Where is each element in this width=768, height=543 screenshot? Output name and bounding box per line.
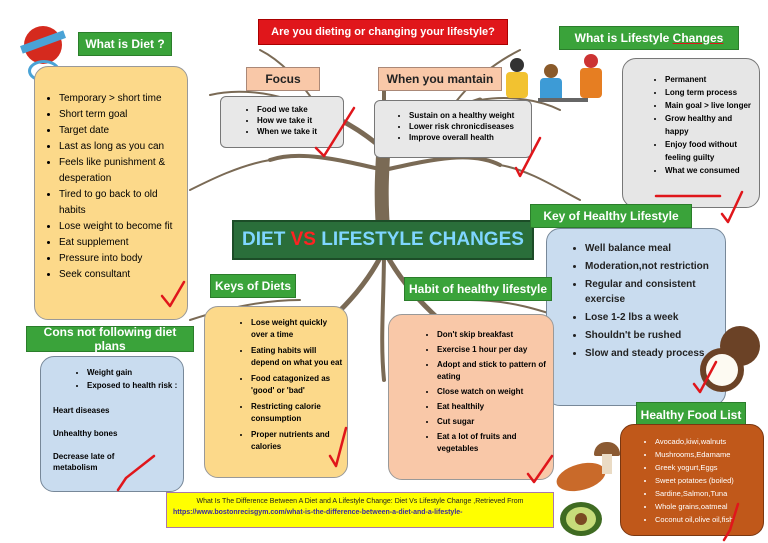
- what-is-lifestyle-box: Permanent Long term process Main goal > …: [622, 58, 760, 208]
- list-item: Eating habits will depend on what you ea…: [251, 345, 343, 369]
- list-item: Restricting calorie consumption: [251, 401, 343, 425]
- list-item: Greek yogurt,Eggs: [655, 461, 761, 474]
- center-title-vs: VS: [290, 229, 316, 250]
- list-item: Exercise 1 hour per day: [437, 344, 549, 356]
- list-item: Don't skip breakfast: [437, 329, 549, 341]
- list-item: Long term process: [665, 86, 753, 99]
- list-item: Enjoy food without feeling guilty: [665, 138, 753, 164]
- mushroom-icon: [594, 442, 620, 476]
- citation-box: What Is The Difference Between A Diet an…: [166, 492, 554, 528]
- focus-box: Food we take How we take it When we take…: [220, 96, 344, 148]
- list-item: Eat a lot of fruits and vegetables: [437, 431, 549, 455]
- list-item: Sardine,Salmon,Tuna: [655, 487, 761, 500]
- cons-label: Cons not following diet plans: [26, 325, 194, 353]
- list-item: Lose weight quickly over a time: [251, 317, 343, 341]
- people-illustration: [500, 50, 618, 112]
- list-item: How we take it: [257, 115, 339, 126]
- list-item: Avocado,kiwi,walnuts: [655, 435, 761, 448]
- coconut-icon: [700, 326, 762, 396]
- list-item: Last as long as you can: [59, 139, 181, 155]
- top-question-text: Are you dieting or changing your lifesty…: [271, 26, 495, 38]
- when-you-maintain-box: Sustain on a healthy weight Lower risk c…: [374, 100, 532, 158]
- focus-label: Focus: [246, 67, 320, 91]
- list-item: Short term goal: [59, 107, 181, 123]
- habit-healthy-lifestyle-box: Don't skip breakfast Exercise 1 hour per…: [388, 314, 554, 480]
- cons-box: Weight gain Exposed to health risk : Hea…: [40, 356, 184, 492]
- risk-item: Decrease late of metabolism: [53, 452, 115, 472]
- center-title-box: DIET VS LIFESTYLE CHANGES: [232, 220, 534, 260]
- list-item: Eat supplement: [59, 235, 181, 251]
- list-item: Pressure into body: [59, 251, 181, 267]
- list-item: Feels like punishment & desperation: [59, 155, 181, 187]
- list-item: Well balance meal: [585, 241, 719, 256]
- what-is-diet-label: What is Diet ?: [78, 32, 172, 56]
- list-item: Tired to go back to old habits: [59, 187, 181, 219]
- list-item: Sweet potatoes (boiled): [655, 474, 761, 487]
- list-item: Grow healthy and happy: [665, 112, 753, 138]
- keys-of-diets-label: Keys of Diets: [210, 274, 296, 298]
- list-item: Regular and consistent exercise: [585, 277, 719, 307]
- list-item: Target date: [59, 123, 181, 139]
- list-item: Lose weight to become fit: [59, 219, 181, 235]
- list-item: Temporary > short time: [59, 91, 181, 107]
- list-item: Coconut oil,olive oil,fish: [655, 513, 761, 526]
- risk-item: Heart diseases: [53, 406, 110, 415]
- healthy-food-list-box: Avocado,kiwi,walnuts Mushrooms,Edamame G…: [620, 424, 764, 536]
- list-item: Lose 1-2 lbs a week: [585, 310, 719, 325]
- list-item: Shouldn't be rushed: [585, 328, 719, 343]
- list-item: Lower risk chronicdiseases: [409, 121, 527, 132]
- list-item: Food we take: [257, 104, 339, 115]
- habit-healthy-lifestyle-label: Habit of healthy lifestyle: [404, 277, 552, 301]
- risk-item: Unhealthy bones: [53, 429, 118, 438]
- list-item: What we consumed: [665, 164, 753, 177]
- list-item: Moderation,not restriction: [585, 259, 719, 274]
- when-you-maintain-label: When you mantain: [378, 67, 502, 91]
- list-item: Improve overall health: [409, 132, 527, 143]
- list-item: Eat healthily: [437, 401, 549, 413]
- what-is-diet-box: Temporary > short time Short term goal T…: [34, 66, 188, 320]
- list-item: Weight gain: [87, 367, 179, 378]
- list-item: When we take it: [257, 126, 339, 137]
- list-item: Adopt and stick to pattern of eating: [437, 359, 549, 383]
- list-item: Whole grains,oatmeal: [655, 500, 761, 513]
- center-title-diet: DIET: [242, 229, 291, 250]
- list-item: Cut sugar: [437, 416, 549, 428]
- list-item: Close watch on weight: [437, 386, 549, 398]
- what-is-lifestyle-label: What is Lifestyle Changes: [559, 26, 739, 50]
- list-item: Seek consultant: [59, 267, 181, 283]
- list-item: Exposed to health risk :: [87, 380, 179, 391]
- list-item: Sustain on a healthy weight: [409, 110, 527, 121]
- list-item: Slow and steady process: [585, 346, 719, 361]
- list-item: Proper nutrients and calories: [251, 429, 343, 453]
- top-question-banner: Are you dieting or changing your lifesty…: [258, 19, 508, 45]
- list-item: Mushrooms,Edamame: [655, 448, 761, 461]
- avocado-icon: [560, 502, 604, 538]
- list-item: Main goal > live longer: [665, 99, 753, 112]
- keys-of-diets-box: Lose weight quickly over a time Eating h…: [204, 306, 348, 478]
- key-healthy-lifestyle-box: Well balance meal Moderation,not restric…: [546, 228, 726, 406]
- list-item: Food catagonized as 'good' or 'bad': [251, 373, 343, 397]
- key-healthy-lifestyle-label: Key of Healthy Lifestyle: [530, 204, 692, 228]
- citation-link[interactable]: https://www.bostonrecisgym.com/what-is-t…: [173, 509, 463, 516]
- center-title-lifestyle: LIFESTYLE CHANGES: [315, 229, 524, 250]
- citation-text: What Is The Difference Between A Diet an…: [196, 498, 524, 505]
- list-item: Permanent: [665, 73, 753, 86]
